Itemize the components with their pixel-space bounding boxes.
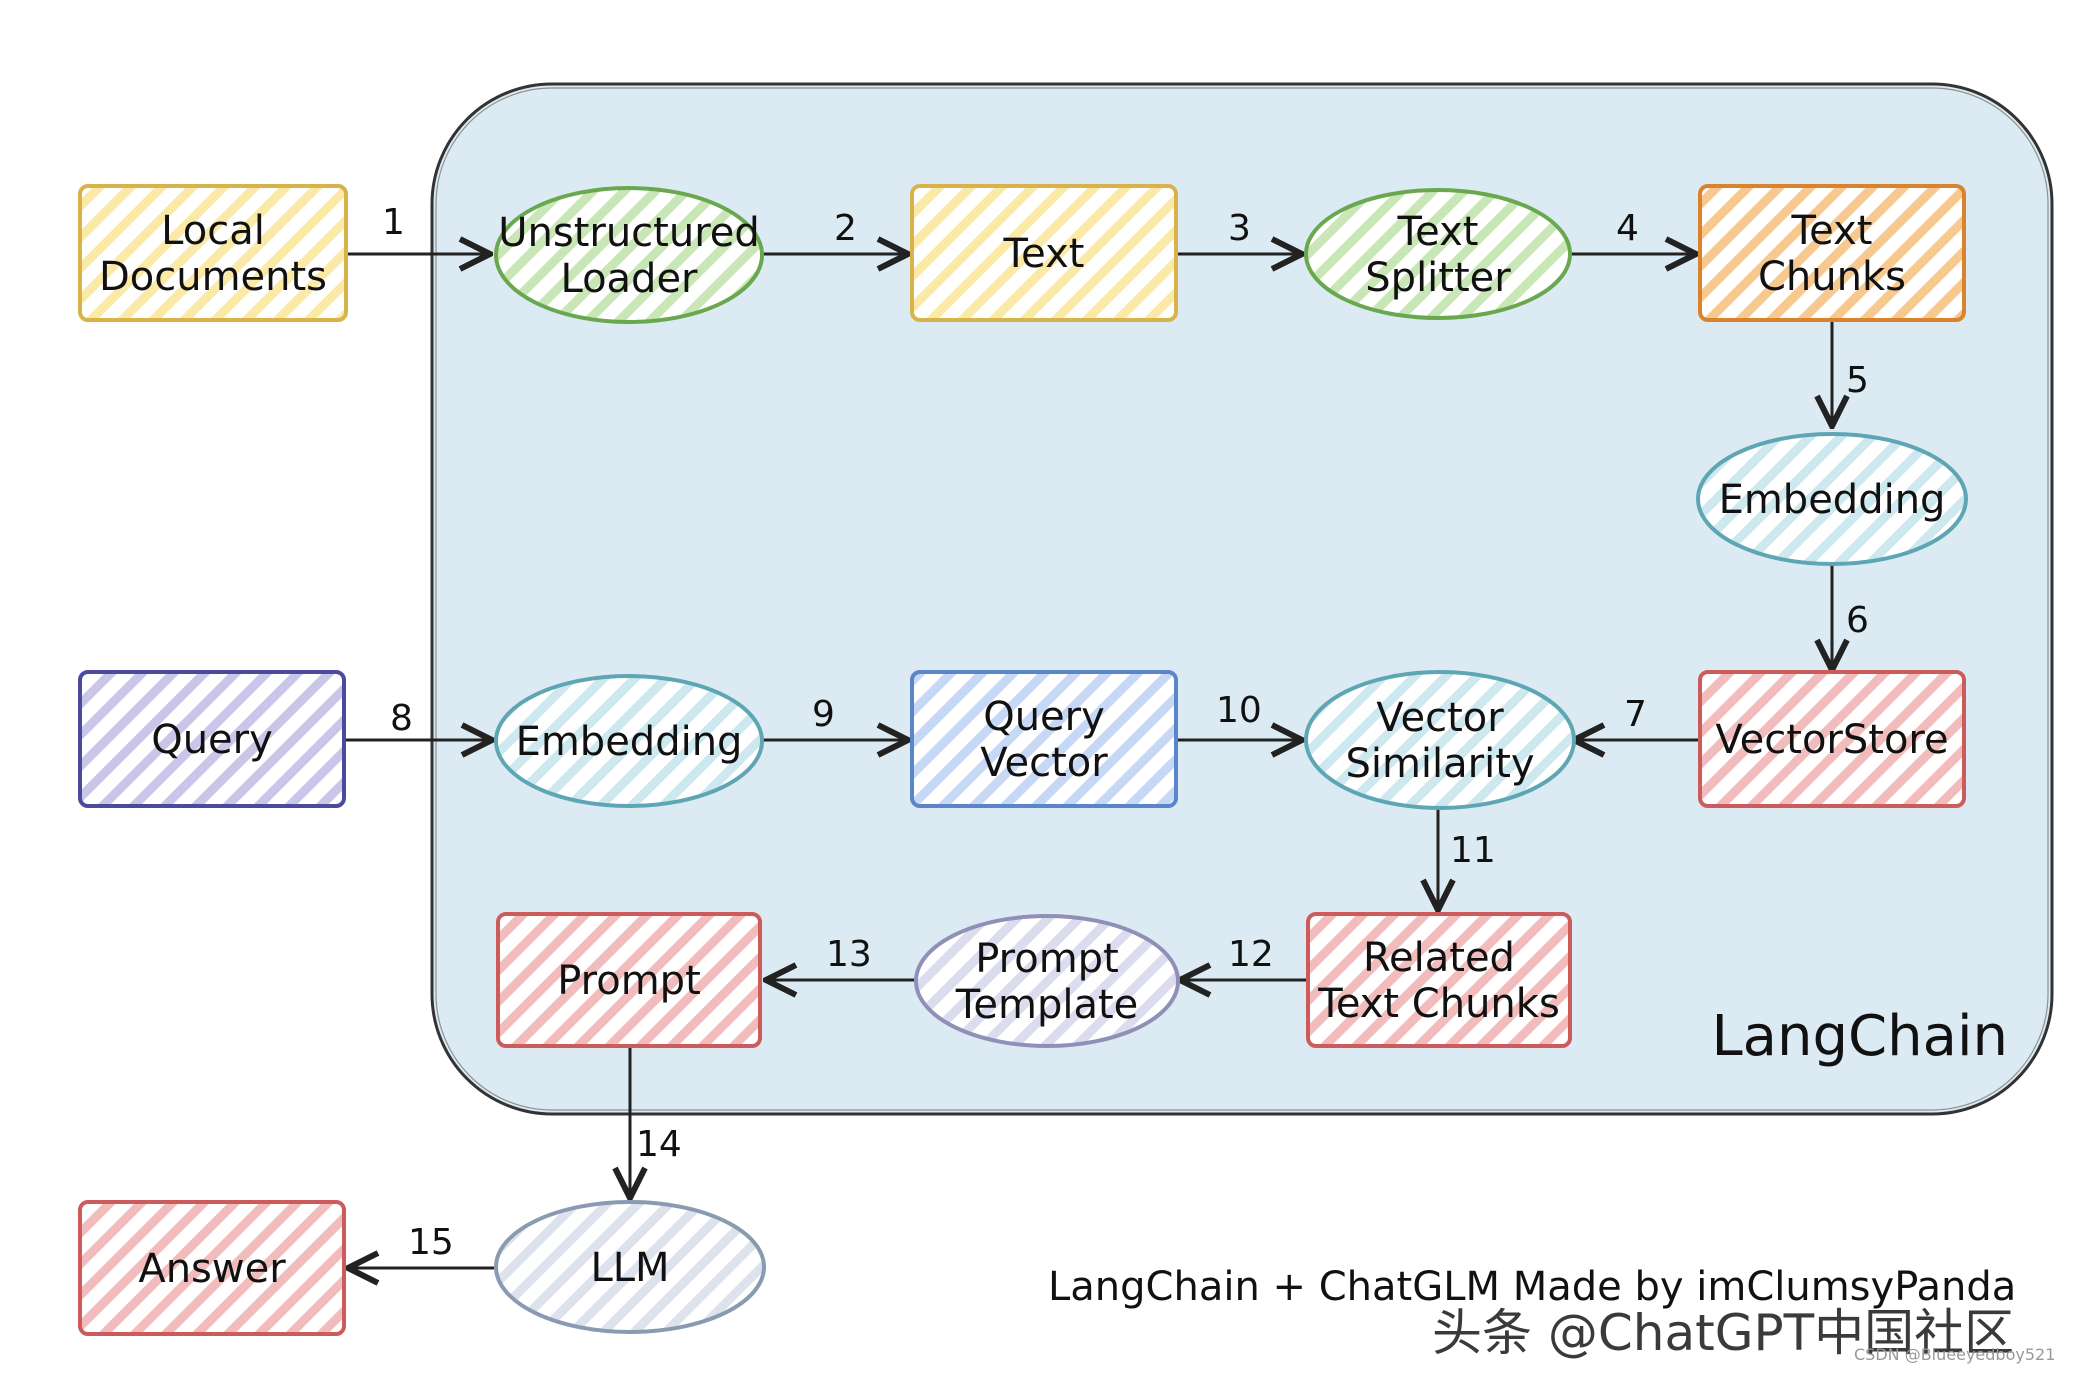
- node-shape-text-splitter: [1304, 188, 1572, 320]
- node-label-vector-similarity: Similarity: [1345, 741, 1534, 787]
- edge-label-3: 3: [1228, 208, 1251, 249]
- node-label-text-chunks: Text: [1791, 208, 1873, 254]
- node-label-prompt: Prompt: [557, 958, 701, 1004]
- edge-label-11: 11: [1450, 830, 1496, 871]
- credit-text: LangChain + ChatGLM Made by imClumsyPand…: [1048, 1264, 2016, 1310]
- node-shape-prompt-template: [914, 914, 1180, 1048]
- node-label-local-documents: Documents: [99, 254, 327, 300]
- node-shape-vectorstore: [1698, 670, 1966, 808]
- watermark-text: 头条 @ChatGPT中国社区: [1432, 1304, 2014, 1362]
- node-label-unstructured-loader: Loader: [560, 256, 698, 302]
- node-shape-answer: [78, 1200, 346, 1336]
- edge-label-9: 9: [812, 694, 835, 735]
- node-shape-text: [910, 184, 1178, 322]
- node-label-local-documents: Local: [161, 208, 265, 254]
- edge-label-8: 8: [390, 698, 413, 739]
- node-label-text: Text: [1003, 231, 1085, 277]
- node-label-answer: Answer: [138, 1246, 286, 1292]
- edge-label-1: 1: [382, 202, 405, 243]
- node-shape-embedding-mid: [494, 674, 764, 808]
- node-text: Text: [910, 184, 1178, 322]
- node-label-query: Query: [151, 717, 273, 763]
- edge-label-12: 12: [1228, 934, 1274, 975]
- node-label-text-chunks: Chunks: [1758, 254, 1906, 300]
- node-label-embedding-top: Embedding: [1719, 477, 1946, 523]
- node-label-query-vector: Vector: [980, 740, 1108, 786]
- node-embedding-mid: Embedding: [494, 674, 764, 808]
- node-shape-embedding-top: [1696, 432, 1968, 566]
- edge-label-14: 14: [636, 1124, 682, 1165]
- edge-labels: 1 2 3 4 5 6 7 8 9 10 11 12 13 14 15: [382, 202, 1869, 1263]
- node-shape-query-vector: [910, 670, 1178, 808]
- node-answer: Answer: [78, 1200, 346, 1336]
- node-query: Query: [78, 670, 346, 808]
- node-label-prompt-template: Template: [955, 982, 1139, 1028]
- node-shape-prompt: [496, 912, 762, 1048]
- node-embedding-top: Embedding: [1696, 432, 1968, 566]
- node-shape-related-text-chunks: [1306, 912, 1572, 1048]
- edge-label-7: 7: [1624, 694, 1647, 735]
- node-shape-vector-similarity: [1304, 670, 1576, 810]
- edge-label-13: 13: [826, 934, 872, 975]
- langchain-container: LangChain: [430, 82, 2054, 1116]
- node-label-llm: LLM: [590, 1245, 669, 1291]
- node-label-text-splitter: Text: [1397, 209, 1479, 255]
- edge-label-4: 4: [1616, 208, 1639, 249]
- node-label-vectorstore: VectorStore: [1715, 717, 1948, 763]
- node-label-related-text-chunks: Related: [1363, 935, 1515, 981]
- node-llm: LLM: [494, 1200, 766, 1334]
- node-prompt: Prompt: [496, 912, 762, 1048]
- node-shape-unstructured-loader: [494, 186, 764, 324]
- node-shape-text-chunks: [1698, 184, 1966, 322]
- edge-label-15: 15: [408, 1222, 454, 1263]
- node-label-prompt-template: Prompt: [975, 936, 1119, 982]
- watermark-small-text: CSDN @Blueeyedboy521: [1854, 1345, 2055, 1364]
- edge-label-5: 5: [1846, 360, 1869, 401]
- edge-label-6: 6: [1846, 600, 1869, 641]
- edge-label-10: 10: [1216, 690, 1262, 731]
- node-label-related-text-chunks: Text Chunks: [1317, 981, 1560, 1027]
- node-shape-llm: [494, 1200, 766, 1334]
- langchain-label: LangChain: [1711, 1004, 2008, 1069]
- node-label-unstructured-loader: Unstructured: [498, 210, 760, 256]
- node-label-embedding-mid: Embedding: [516, 719, 743, 765]
- node-shape-query: [78, 670, 346, 808]
- edge-label-2: 2: [834, 208, 857, 249]
- edge-lines: [345, 254, 1832, 1268]
- node-shape-local-documents: [78, 184, 348, 322]
- node-label-vector-similarity: Vector: [1376, 695, 1504, 741]
- node-vectorstore: VectorStore: [1698, 670, 1966, 808]
- node-label-query-vector: Query: [983, 694, 1105, 740]
- node-label-text-splitter: Splitter: [1365, 255, 1511, 301]
